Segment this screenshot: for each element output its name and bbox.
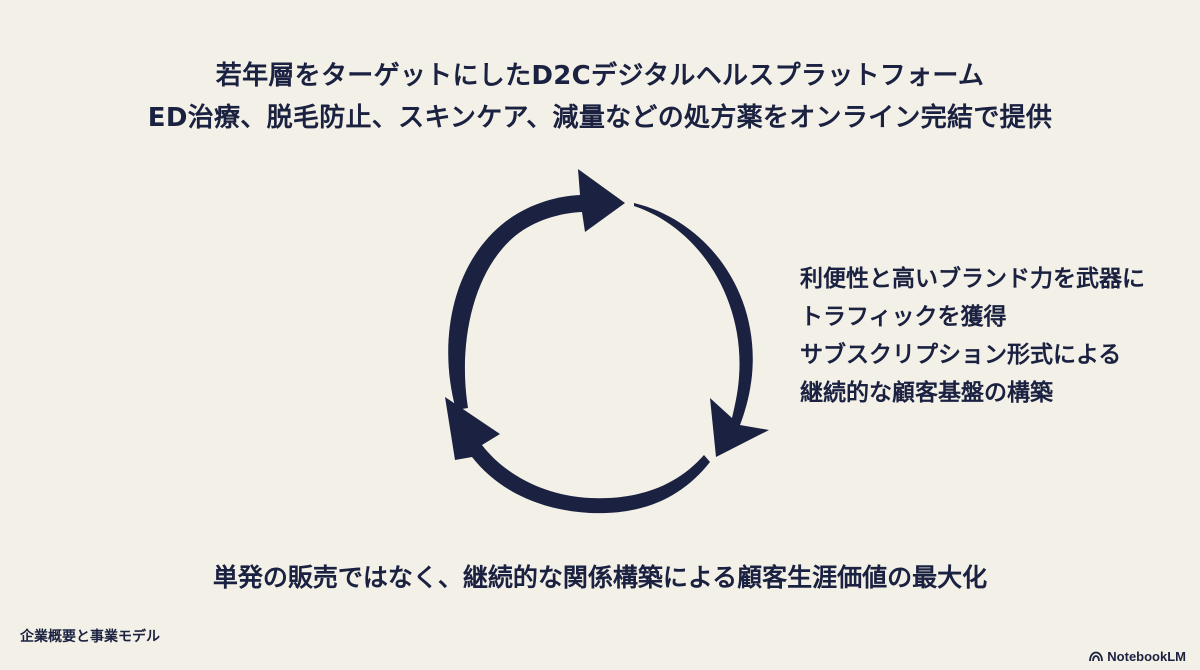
side-text-line-4: 継続的な顧客基盤の構築 — [800, 380, 1053, 406]
cycle-arrow-top — [448, 169, 625, 410]
side-description: 利便性と高いブランド力を武器に トラフィックを獲得 サブスクリプション形式による… — [800, 260, 1145, 412]
bottom-summary: 単発の販売ではなく、継続的な関係構築による顧客生涯価値の最大化 — [212, 563, 988, 592]
brand-mark: NotebookLM — [1089, 649, 1186, 664]
side-text-line-2: トラフィックを獲得 — [800, 304, 1007, 330]
side-text-line-1: 利便性と高いブランド力を武器に — [800, 266, 1145, 292]
notebooklm-logo-icon — [1089, 651, 1104, 662]
headline-line-1: 若年層をターゲットにしたD2Cデジタルヘルスプラットフォーム — [215, 61, 985, 91]
section-title: 企業概要と事業モデル — [20, 629, 160, 645]
cycle-arrow-bottom — [445, 397, 710, 514]
side-text-line-3: サブスクリプション形式による — [800, 342, 1122, 368]
cycle-arrow-right — [634, 203, 769, 457]
headline-line-2: ED治療、脱毛防止、スキンケア、減量などの処方薬をオンライン完結で提供 — [147, 103, 1053, 133]
brand-name: NotebookLM — [1107, 649, 1186, 664]
